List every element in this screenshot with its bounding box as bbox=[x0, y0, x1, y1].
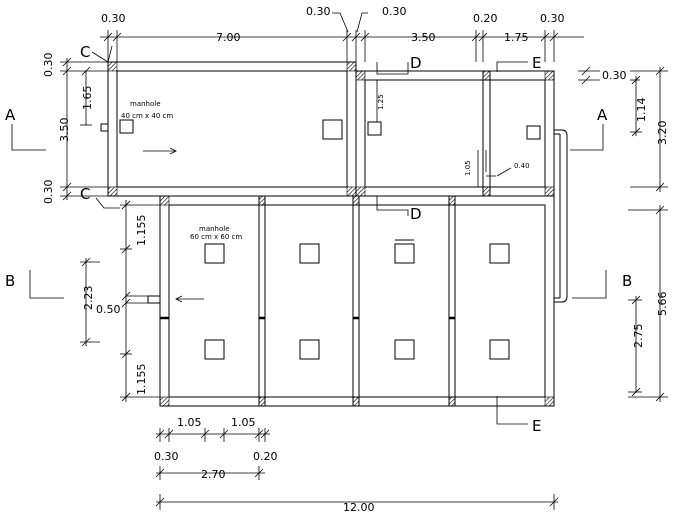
dim-left-1155-a: 1.155 bbox=[135, 215, 148, 247]
dim-left-050: 0.50 bbox=[96, 303, 121, 316]
inner-dimensions: 1.25 1.05 0.40 bbox=[376, 80, 530, 187]
section-b-left: B bbox=[5, 272, 15, 290]
section-e-bottom: E bbox=[532, 417, 541, 435]
section-a-left: A bbox=[5, 106, 16, 124]
dim-bottom-105-a: 1.05 bbox=[177, 416, 202, 429]
dim-top-tank-length: 3.50 bbox=[411, 31, 436, 44]
dim-right-320: 3.20 bbox=[656, 121, 669, 146]
dim-left-1155-b: 1.155 bbox=[135, 364, 148, 396]
manhole-3a bbox=[394, 243, 415, 264]
manhole-upper-right-a bbox=[367, 121, 382, 136]
dim-inner-105: 1.05 bbox=[464, 160, 472, 176]
dim-top-partition: 0.20 bbox=[473, 12, 498, 25]
dim-bottom-020: 0.20 bbox=[253, 450, 278, 463]
manhole-upper-right-b bbox=[526, 125, 541, 140]
inlet-pipe bbox=[100, 123, 109, 132]
left-dimensions: 0.30 1.65 3.50 0.30 1.155 1.155 2.23 0.5… bbox=[42, 53, 160, 402]
bottom-dimensions: 1.05 1.05 0.30 0.20 2.70 12.00 bbox=[154, 416, 559, 514]
top-dimensions: 0.30 7.00 0.30 0.30 3.50 0.20 1.75 0.30 bbox=[100, 5, 584, 62]
dim-top-mid-wall-a: 0.30 bbox=[306, 5, 331, 18]
dim-left-223: 2.23 bbox=[82, 286, 95, 311]
section-c-top: C bbox=[80, 43, 90, 61]
dim-top-left-wall: 0.30 bbox=[101, 12, 126, 25]
dim-top-small: 1.75 bbox=[504, 31, 529, 44]
lower-tank: manhole 60 cm x 60 cm bbox=[147, 195, 555, 407]
section-a-right: A bbox=[597, 106, 608, 124]
dim-bottom-030: 0.30 bbox=[154, 450, 179, 463]
section-b-right: B bbox=[622, 272, 632, 290]
dim-inner-040: 0.40 bbox=[514, 162, 530, 170]
dim-bottom-105-b: 1.05 bbox=[231, 416, 256, 429]
upper-left-tank: manhole 40 cm x 40 cm bbox=[100, 61, 357, 197]
section-markers: A A B B C C D D E E bbox=[5, 43, 632, 435]
manhole-small-size: 40 cm x 40 cm bbox=[121, 112, 173, 120]
manhole-small-title: manhole bbox=[130, 100, 161, 108]
manhole-4a bbox=[489, 243, 510, 264]
dim-left-165: 1.65 bbox=[81, 86, 94, 111]
manhole-small-right bbox=[322, 119, 343, 140]
dim-top-right-wall: 0.30 bbox=[540, 12, 565, 25]
manhole-2b bbox=[299, 339, 320, 360]
dim-right-275: 2.75 bbox=[632, 324, 645, 349]
dim-right-114: 1.14 bbox=[635, 98, 648, 123]
manhole-1a bbox=[204, 243, 225, 264]
dim-right-566: 5.66 bbox=[656, 292, 669, 317]
dim-top-mid-wall-b: 0.30 bbox=[382, 5, 407, 18]
upper-right-tank bbox=[355, 70, 568, 303]
dim-right-030: 0.30 bbox=[602, 69, 627, 82]
section-d-top: D bbox=[410, 54, 422, 72]
dim-left-top-wall: 0.30 bbox=[42, 53, 55, 78]
manhole-3b bbox=[394, 339, 415, 360]
dim-left-350: 3.50 bbox=[58, 118, 71, 143]
dim-left-bottom-wall: 0.30 bbox=[42, 180, 55, 205]
manhole-small-left bbox=[119, 119, 134, 134]
section-e-top: E bbox=[532, 54, 541, 72]
section-c-bottom: C bbox=[80, 185, 90, 203]
dim-bottom-270: 2.70 bbox=[201, 468, 226, 481]
manhole-2a bbox=[299, 243, 320, 264]
section-d-bottom: D bbox=[410, 205, 422, 223]
dim-top-length: 7.00 bbox=[216, 31, 241, 44]
inlet-pipe-lower bbox=[147, 295, 161, 304]
dim-bottom-1200: 12.00 bbox=[343, 501, 375, 514]
manhole-large-size: 60 cm x 60 cm bbox=[190, 233, 242, 241]
manhole-4b bbox=[489, 339, 510, 360]
dim-inner-125: 1.25 bbox=[377, 94, 385, 110]
right-dimensions: 3.20 1.14 0.30 5.66 2.75 bbox=[578, 66, 669, 402]
manhole-large-title: manhole bbox=[199, 225, 230, 233]
manhole-1b bbox=[204, 339, 225, 360]
